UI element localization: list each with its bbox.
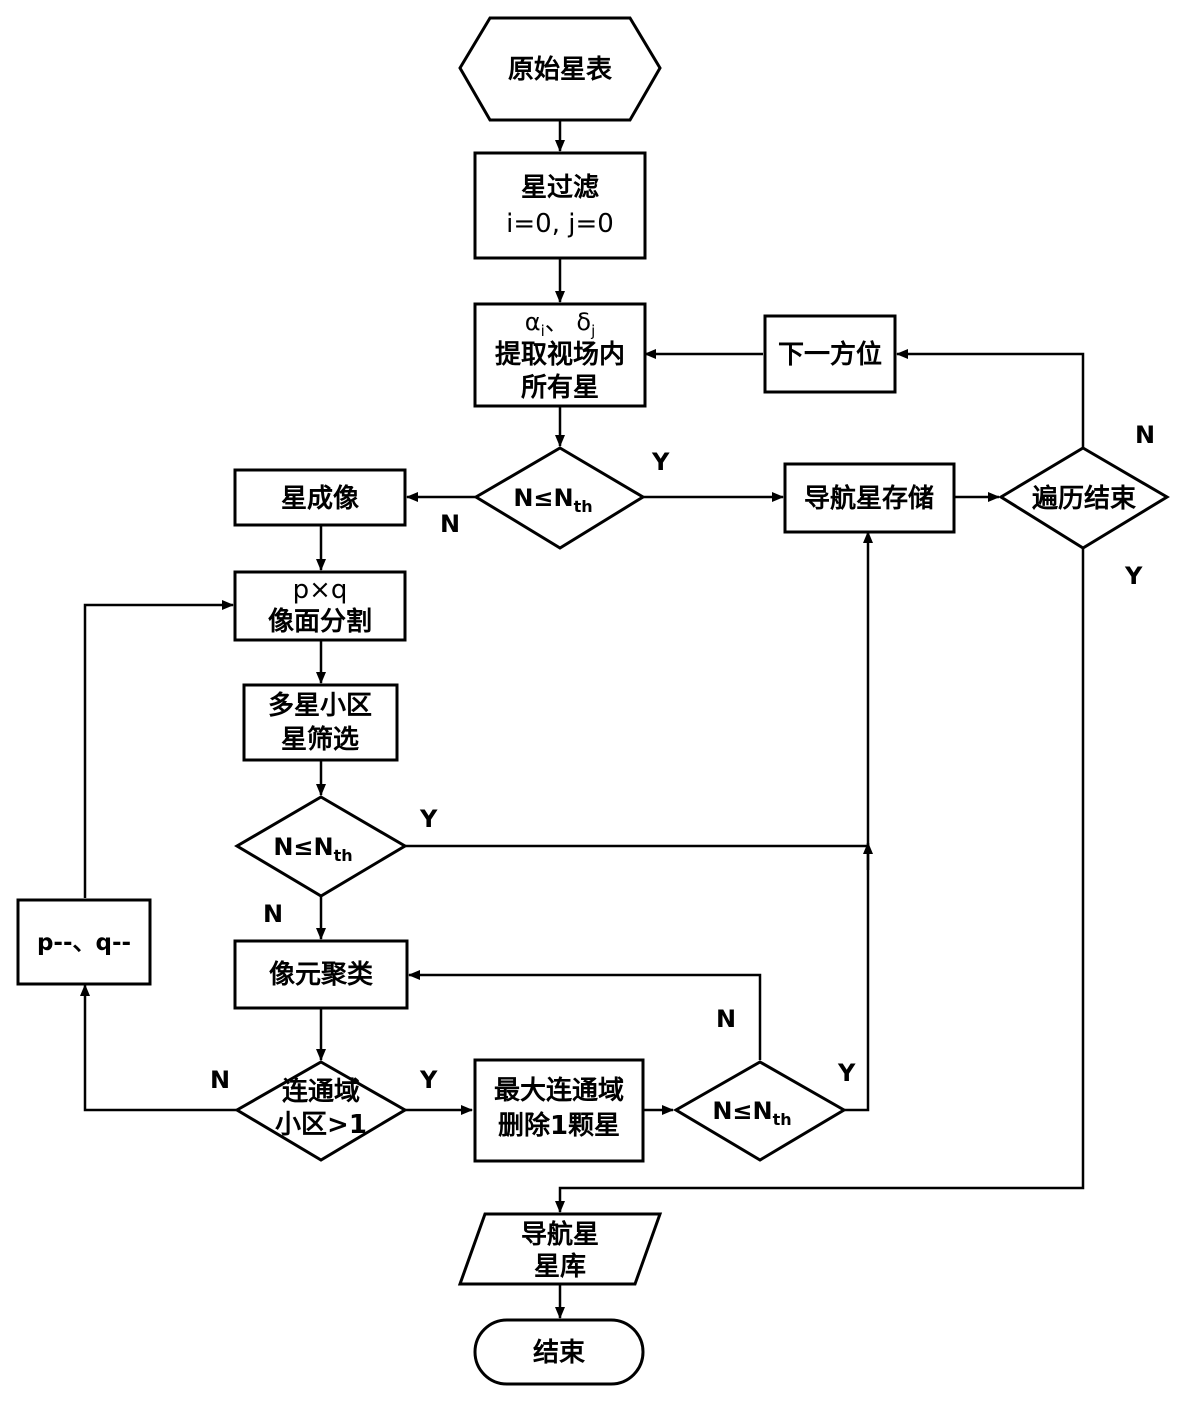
- label-n-traverse: N: [1135, 421, 1155, 449]
- node-extract-line2: 提取视场内: [495, 340, 625, 370]
- node-clustering-label: 像元聚类: [269, 960, 373, 990]
- node-decision-3-label: N≤Nth: [712, 1097, 791, 1129]
- node-partition: p×q 像面分割: [233, 570, 407, 642]
- node-pq-decrement-label: p--、q--: [37, 930, 131, 956]
- node-end-label: 结束: [533, 1337, 586, 1368]
- node-nav-db-line1: 导航星: [521, 1219, 599, 1250]
- node-nav-db-line2: 星库: [534, 1252, 586, 1282]
- node-star-imaging: 星成像: [233, 468, 407, 527]
- node-conn-domain-line1: 连通域: [282, 1077, 360, 1107]
- label-n-decision2: N: [263, 900, 283, 928]
- node-delete-star: 最大连通域 删除1颗星: [473, 1058, 645, 1163]
- node-filter: 星过滤 i=0, j=0: [473, 151, 647, 260]
- node-traverse-end-label: 遍历结束: [1032, 483, 1137, 514]
- node-extract-line3: 所有星: [521, 373, 599, 403]
- edge-pq-partition: [83, 600, 234, 898]
- node-partition-line1: p×q: [293, 575, 348, 605]
- node-filter-line2: i=0, j=0: [506, 209, 614, 239]
- label-n-conn: N: [210, 1066, 230, 1094]
- node-clustering: 像元聚类: [233, 939, 409, 1010]
- node-delete-star-line1: 最大连通域: [494, 1076, 624, 1106]
- edge-decision3-storage: [844, 531, 873, 1112]
- node-decision-2-label: N≤Nth: [273, 833, 352, 865]
- edge-traverse-next: [896, 349, 1085, 448]
- node-nav-storage-label: 导航星存储: [804, 483, 934, 514]
- node-decision-2: N≤Nth: [234, 795, 408, 898]
- node-nav-storage: 导航星存储: [783, 462, 956, 534]
- node-screening-line2: 星筛选: [281, 724, 359, 755]
- node-partition-line2: 像面分割: [268, 606, 372, 637]
- node-start-label: 原始星表: [508, 55, 613, 85]
- node-pq-decrement: p--、q--: [16, 898, 152, 986]
- label-y-conn: Y: [419, 1066, 438, 1094]
- label-y-traverse: Y: [1124, 562, 1143, 590]
- node-conn-domain: 连通域 小区>1: [234, 1060, 408, 1162]
- node-screening-line1: 多星小区: [268, 691, 372, 721]
- node-conn-domain-line2: 小区>1: [275, 1110, 367, 1140]
- node-delete-star-line2: 删除1颗星: [498, 1110, 620, 1141]
- label-y-decision3: Y: [837, 1059, 856, 1087]
- node-star-imaging-label: 星成像: [281, 484, 360, 514]
- node-next-direction-label: 下一方位: [778, 339, 882, 370]
- label-y-main: Y: [651, 448, 670, 476]
- node-screening: 多星小区 星筛选: [242, 683, 399, 762]
- node-start: 原始星表: [458, 16, 662, 122]
- node-traverse-end: 遍历结束: [998, 446, 1170, 550]
- node-extract: αi、 δj 提取视场内 所有星: [473, 302, 647, 408]
- node-next-direction: 下一方位: [763, 314, 897, 394]
- node-filter-line1: 星过滤: [521, 173, 599, 203]
- edge-decision3-clustering: [408, 970, 762, 1060]
- label-n-main: N: [440, 510, 460, 538]
- label-y-decision2: Y: [419, 805, 438, 833]
- edge-labels: Y N N Y Y N N Y N Y: [210, 421, 1155, 1094]
- node-decision-main-label: N≤Nth: [513, 484, 592, 516]
- node-decision-3: N≤Nth: [673, 1060, 847, 1162]
- node-nav-db: 导航星 星库: [457, 1212, 663, 1286]
- node-extract-line1: αi、 δj: [525, 308, 595, 340]
- node-decision-main: N≤Nth: [473, 446, 646, 550]
- label-n-decision3: N: [716, 1005, 736, 1033]
- edge-conn-pq: [80, 984, 237, 1112]
- edge-traverse-navdb: [555, 548, 1085, 1213]
- edges: [80, 120, 1085, 1319]
- node-end: 结束: [473, 1318, 645, 1386]
